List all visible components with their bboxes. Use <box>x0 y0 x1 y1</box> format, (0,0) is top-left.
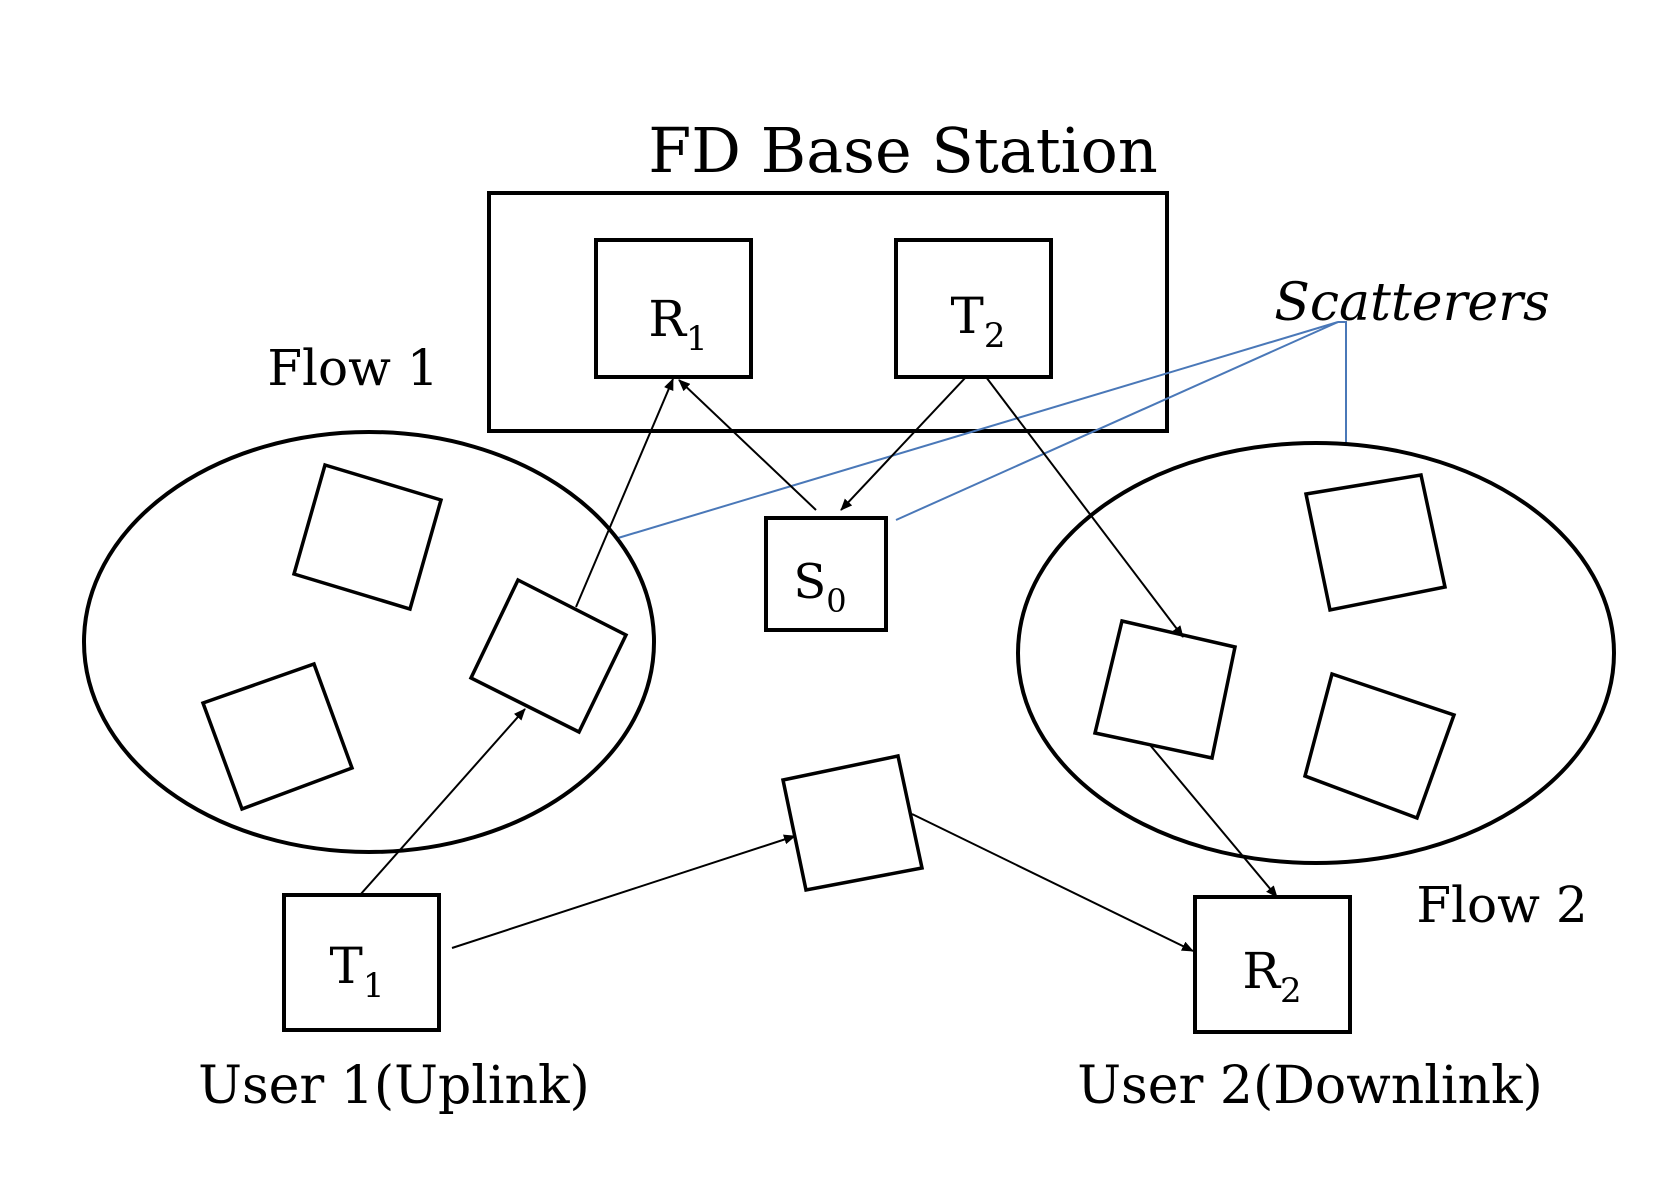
flow1-scatterer <box>291 462 444 612</box>
flow2-label: Flow 2 <box>1416 876 1587 934</box>
flow2-scatterer <box>1303 473 1448 613</box>
t1-label: T1 <box>330 937 385 1006</box>
arrow-t2-to-flow2-scatterer <box>985 376 1184 638</box>
scatterers-pointer-left <box>617 321 1339 539</box>
base-station-box <box>487 191 1169 433</box>
r2-label: R2 <box>1242 942 1301 1011</box>
t2-label: T2 <box>951 287 1006 356</box>
r1-label: R1 <box>648 290 707 359</box>
flow2-scatterer <box>1302 671 1457 821</box>
user1-label: User 1(Uplink) <box>198 1056 590 1116</box>
s0-node <box>764 516 888 632</box>
t1-node <box>282 893 441 1032</box>
arrow-t2-to-s0 <box>840 376 967 511</box>
arrow-s0-to-r1 <box>678 379 817 511</box>
scatterers-label: Scatterers <box>1274 273 1550 333</box>
arrow-middle-scatterer-to-r2 <box>911 813 1194 952</box>
flow1-ellipse <box>82 430 656 854</box>
scatterers-pointer-center <box>895 321 1339 521</box>
scatterers-pointer-right <box>1338 321 1347 443</box>
user2-label: User 2(Downlink) <box>1077 1056 1543 1116</box>
middle-scatterer <box>780 753 925 893</box>
arrow-scatterer-to-r1 <box>575 378 674 608</box>
flow1-scatterer <box>200 661 355 812</box>
flow1-scatterer <box>468 577 629 735</box>
base-station-title: FD Base Station <box>648 114 1158 187</box>
t2-node <box>894 238 1053 379</box>
flow2-ellipse <box>1016 441 1616 865</box>
r1-node <box>594 238 753 379</box>
flow2-scatterer <box>1092 618 1238 761</box>
arrow-t1-to-scatterer <box>359 708 526 896</box>
arrow-t1-to-middle-scatterer <box>451 834 796 949</box>
arrow-flow2-scatterer-to-r2 <box>1149 744 1278 898</box>
s0-label: S0 <box>793 554 846 620</box>
flow1-label: Flow 1 <box>267 339 438 397</box>
